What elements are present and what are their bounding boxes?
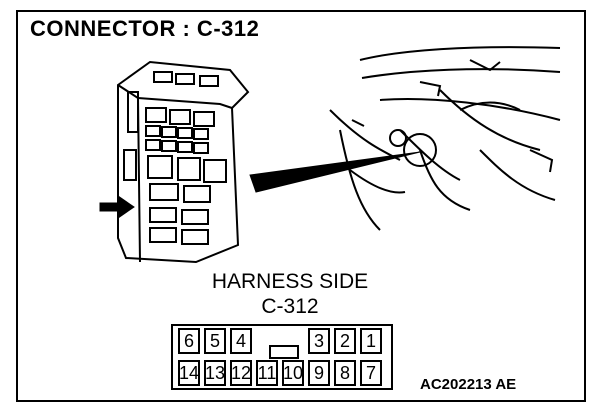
pointer-wedge xyxy=(249,151,421,193)
pin-6: 6 xyxy=(178,328,200,354)
harness-side-label: HARNESS SIDE xyxy=(211,270,369,293)
connector-title: CONNECTOR : C-312 xyxy=(30,16,260,41)
figure-code: AC202213 AE xyxy=(420,376,517,393)
relay-box xyxy=(117,60,250,264)
pin-14: 14 xyxy=(178,360,200,386)
harness-connector-id: C-312 xyxy=(261,295,319,318)
pin-2: 2 xyxy=(334,328,356,354)
pin-10: 10 xyxy=(282,360,304,386)
pin-4: 4 xyxy=(230,328,252,354)
pin-8: 8 xyxy=(334,360,356,386)
diagram-frame xyxy=(16,10,586,402)
pin-3: 3 xyxy=(308,328,330,354)
pin-9: 9 xyxy=(308,360,330,386)
pin-12: 12 xyxy=(230,360,252,386)
pin-7: 7 xyxy=(360,360,382,386)
connector-housing xyxy=(171,324,393,390)
pin-13: 13 xyxy=(204,360,226,386)
pointer-arrow-left xyxy=(99,195,135,219)
pin-11: 11 xyxy=(256,360,278,386)
pin-1: 1 xyxy=(360,328,382,354)
dashboard-harness xyxy=(329,46,561,231)
pin-5: 5 xyxy=(204,328,226,354)
